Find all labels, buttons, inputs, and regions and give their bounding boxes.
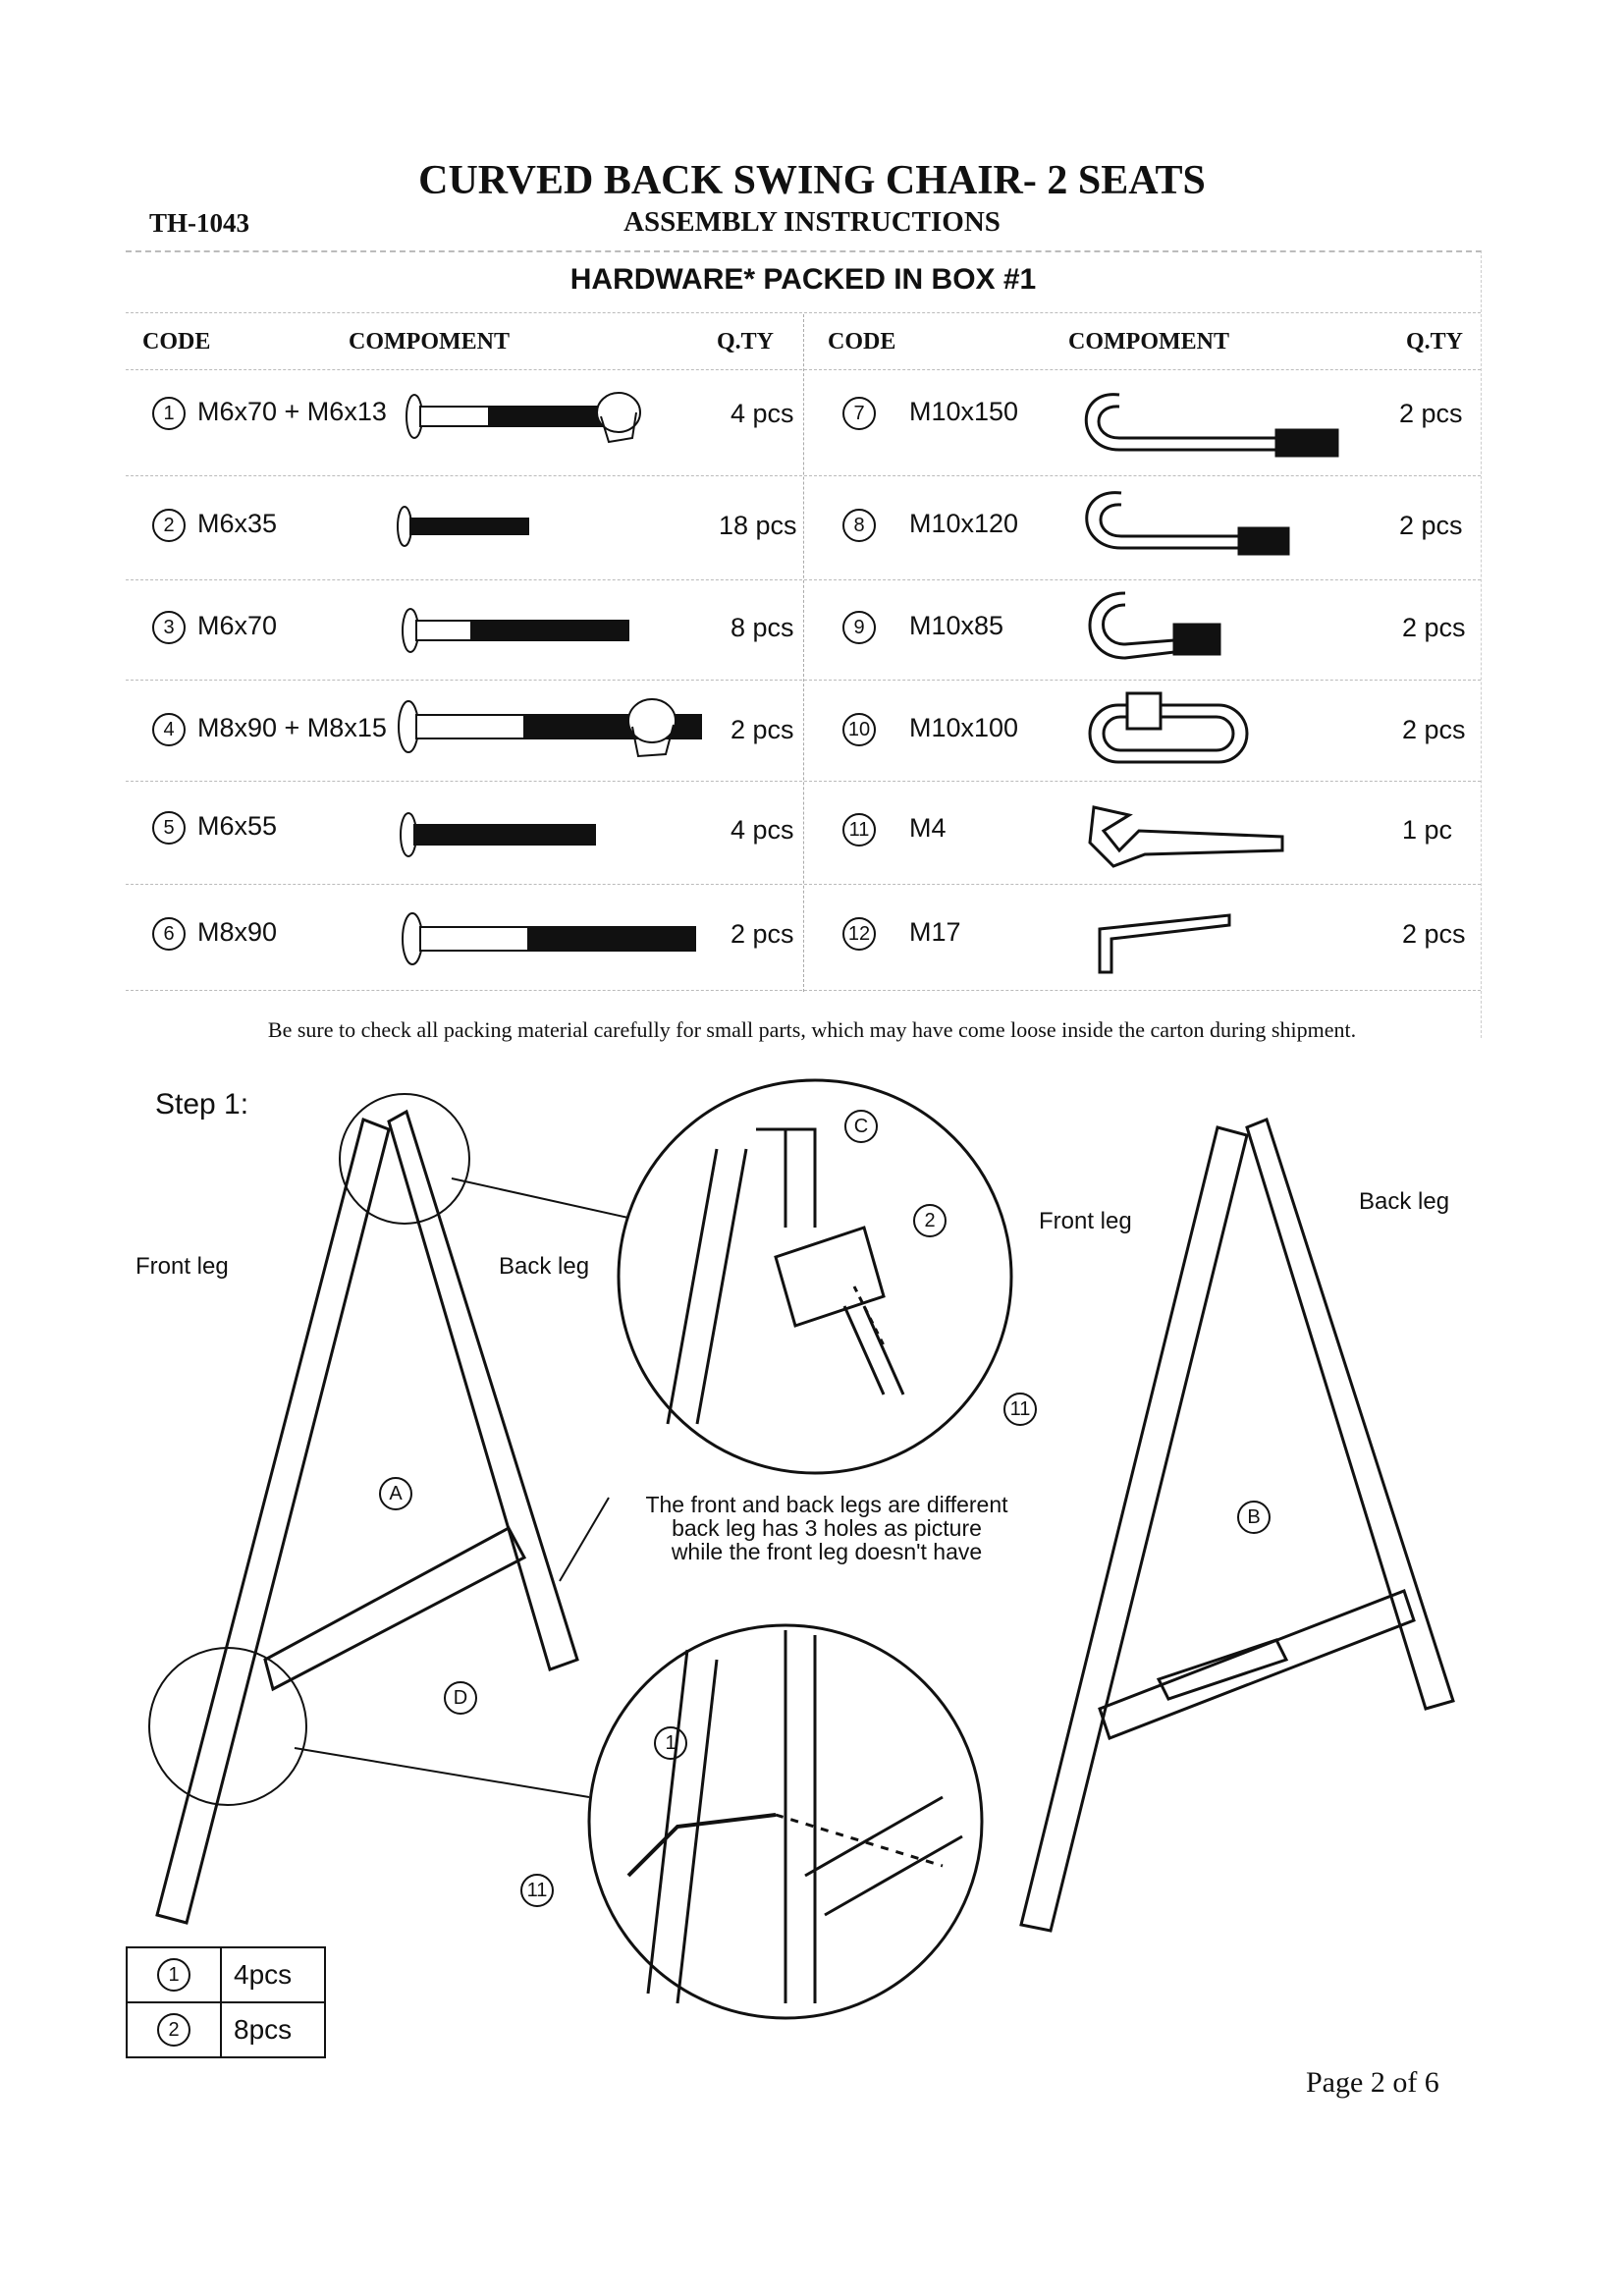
column-header-qty-left: Q.TY: [717, 329, 775, 355]
part-number-badge: 3: [152, 611, 186, 644]
front-leg-label-right: Front leg: [1039, 1208, 1132, 1234]
hardware-qty-8: 2 pcs: [1399, 511, 1463, 540]
callout-a: A: [379, 1477, 412, 1510]
hardware-qty-11: 1 pc: [1402, 815, 1453, 845]
callout-part-1: 1: [654, 1726, 687, 1760]
hardware-table-frame: [126, 250, 1482, 1038]
part-qty-cell: 4pcs: [220, 1946, 326, 2003]
long-bolt-with-barrel-nut-icon: [398, 698, 702, 758]
back-leg-label-right: Back leg: [1359, 1188, 1450, 1215]
part-number-badge: 10: [842, 713, 876, 746]
row-divider: [126, 884, 1481, 885]
callout-c: C: [844, 1110, 878, 1143]
callout-part-2: 2: [913, 1204, 947, 1237]
allen-key-icon: [1098, 913, 1231, 974]
part-number-badge: 7: [842, 397, 876, 430]
part-number-badge: 4: [152, 713, 186, 746]
callout-d: D: [444, 1681, 477, 1715]
callout-part-11-bottom: 11: [520, 1874, 554, 1907]
right-a-frame-drawing: [1019, 1118, 1455, 1933]
document-title: CURVED BACK SWING CHAIR- 2 SEATS: [418, 158, 1206, 203]
hardware-qty-9: 2 pcs: [1402, 613, 1466, 642]
bolt-icon: [400, 812, 596, 857]
part-number-badge: 1: [152, 397, 186, 430]
column-header-code-right: CODE: [828, 329, 896, 355]
hardware-qty-7: 2 pcs: [1399, 399, 1463, 428]
step-label: Step 1:: [155, 1088, 249, 1121]
detail-top-circle-drawing: [617, 1078, 1013, 1475]
row-divider: [126, 990, 1481, 991]
column-header-component-right: COMPOMENT: [1068, 329, 1229, 355]
row-divider: [126, 579, 1481, 580]
hardware-qty-10: 2 pcs: [1402, 715, 1466, 744]
hardware-icons: [397, 392, 1339, 974]
medium-bolt-icon: [402, 608, 629, 653]
front-leg-label: Front leg: [135, 1253, 229, 1280]
hardware-table-title: HARDWARE* PACKED IN BOX #1: [569, 263, 1037, 296]
hardware-qty-12: 2 pcs: [1402, 919, 1466, 949]
column-header-qty-right: Q.TY: [1406, 329, 1464, 355]
detail-bottom-circle-drawing: [587, 1623, 984, 2020]
table-row: 1 4pcs: [126, 1946, 326, 2003]
hardware-qty-6: 2 pcs: [731, 919, 794, 949]
callout-b: B: [1237, 1501, 1271, 1534]
back-leg-label: Back leg: [499, 1253, 590, 1280]
hardware-qty-1: 4 pcs: [731, 399, 794, 428]
part-number-cell: 1: [126, 1946, 222, 2003]
bolt-with-barrel-nut-icon: [406, 392, 641, 444]
part-number-badge: 12: [842, 917, 876, 951]
hardware-qty-2: 18 pcs: [719, 511, 797, 540]
part-number-badge: 8: [842, 509, 876, 542]
leader-lines: [294, 1177, 629, 1798]
short-bolt-icon: [397, 506, 529, 547]
part-number-badge: 5: [152, 811, 186, 845]
row-divider: [126, 781, 1481, 782]
document-subtitle: ASSEMBLY INSTRUCTIONS: [623, 206, 1001, 238]
hardware-qty-3: 8 pcs: [731, 613, 794, 642]
step-parts-table: 1 4pcs 2 8pcs: [126, 1946, 326, 2058]
hook-bolt-icon: [1085, 491, 1290, 556]
row-divider: [126, 680, 1481, 681]
part-number-cell: 2: [126, 2001, 222, 2058]
left-a-frame-drawing: [148, 1093, 579, 1925]
header-divider: [126, 312, 1481, 313]
short-hook-bolt-icon: [1088, 591, 1221, 660]
column-header-code-left: CODE: [142, 329, 211, 355]
part-number-badge: 6: [152, 917, 186, 951]
model-number: TH-1043: [149, 208, 250, 238]
hardware-qty-5: 4 pcs: [731, 815, 794, 845]
part-qty-cell: 8pcs: [220, 2001, 326, 2058]
part-number-badge: 2: [152, 509, 186, 542]
wrench-icon: [1088, 805, 1284, 868]
hardware-qty-4: 2 pcs: [731, 715, 794, 744]
row-divider: [126, 475, 1481, 476]
long-bolt-icon: [402, 912, 696, 965]
part-number-badge: 11: [842, 813, 876, 847]
packing-note: Be sure to check all packing material ca…: [267, 1017, 1357, 1042]
table-center-divider: [803, 314, 804, 992]
callout-part-11-top: 11: [1003, 1393, 1037, 1426]
table-row: 2 8pcs: [126, 2001, 326, 2058]
part-number-badge: 9: [842, 611, 876, 644]
page-number: Page 2 of 6: [1306, 2066, 1439, 2099]
column-header-component-left: COMPOMENT: [349, 329, 510, 355]
leg-difference-note: The front and back legs are different ba…: [645, 1492, 1008, 1564]
quick-link-icon: [1088, 691, 1249, 764]
long-hook-bolt-icon: [1084, 393, 1339, 458]
